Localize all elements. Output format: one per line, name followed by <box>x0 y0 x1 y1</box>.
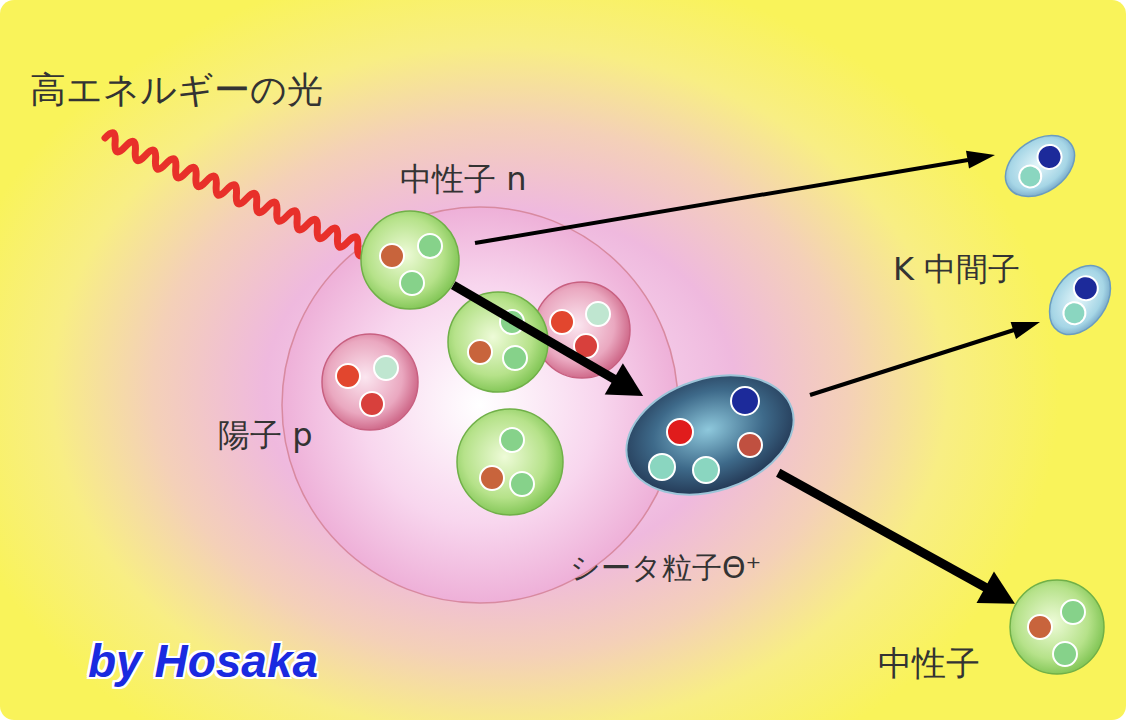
photon-wave <box>102 131 371 258</box>
proton <box>322 334 418 430</box>
arrow-head <box>977 572 1015 604</box>
kaon-arrow <box>810 322 1040 395</box>
neutron: 中性子 <box>1009 579 1105 675</box>
arrow-shaft <box>453 285 615 380</box>
reaction-arrow <box>453 285 643 396</box>
arrow-shaft <box>778 473 987 589</box>
theta-particle: シータ粒子Θ⁺ <box>624 373 796 497</box>
particle-label: シータ粒子Θ⁺ <box>570 551 761 584</box>
theta-shape <box>624 373 796 497</box>
arrow-head <box>605 363 643 396</box>
k-meson <box>994 123 1086 209</box>
neutron-shape <box>360 210 460 310</box>
neutron <box>457 409 563 515</box>
particle-label: 中性子 n <box>400 162 526 197</box>
particle-label: 中性子 <box>878 645 980 682</box>
particle-label: 陽子 p <box>218 418 312 453</box>
reaction-arrow <box>778 473 1015 604</box>
particle-label: K 中間子 <box>893 252 1020 287</box>
k-meson <box>1037 254 1123 346</box>
photon-label: 高エネルギーの光 <box>30 70 323 110</box>
neutron: 中性子 n <box>360 210 460 310</box>
neutron-shape <box>1009 579 1105 675</box>
watermark: by Hosaka <box>88 636 318 687</box>
nucleus <box>282 207 678 603</box>
kaon-arrow <box>475 151 995 243</box>
